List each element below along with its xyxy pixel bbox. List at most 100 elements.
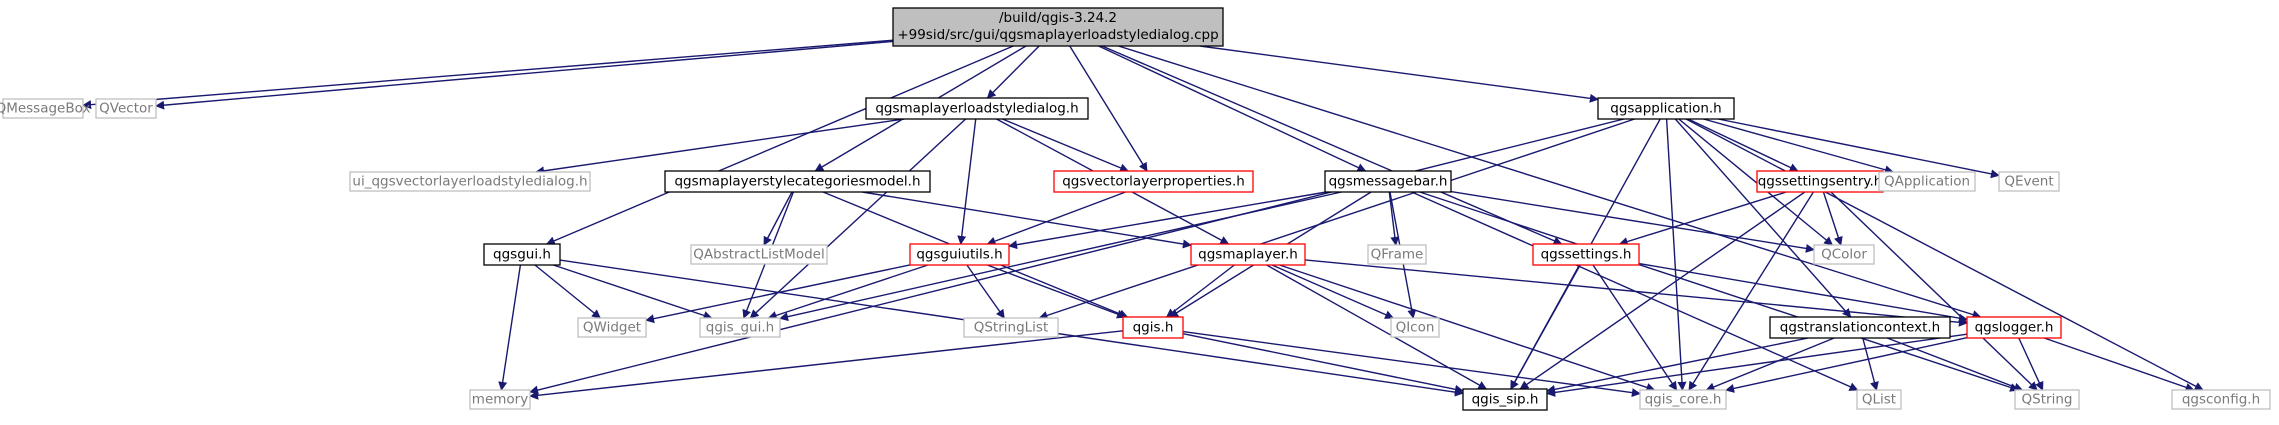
node-qgssettingsentry-h[interactable]: qgssettingsentry.h <box>1756 170 1884 193</box>
node-qstringlist: QStringList <box>963 317 1059 338</box>
node-qgssettings-h[interactable]: qgssettings.h <box>1532 243 1640 266</box>
edge-root-to-qgssettings-h <box>1101 45 1563 245</box>
node-qevent: QEvent <box>1998 171 2060 192</box>
node-qgsmaplayerloadstyledialog-h[interactable]: qgsmaplayerloadstyledialog.h <box>865 97 1089 120</box>
edge-qgsapplication-h-to-qgstranslationcontext-h <box>1674 118 1852 318</box>
node-qlist: QList <box>1856 389 1902 410</box>
node-label: +99sid/src/gui/qgsmaplayerloadstyledialo… <box>897 27 1218 43</box>
edge-qgsmessagebar-h-to-qcolor <box>1450 190 1815 253</box>
edge-qgsmaplayerstylecategoriesmodel-h-to-qgsmaplayer-h <box>862 191 1192 249</box>
edge-qgstranslationcontext-h-to-qstring <box>1887 337 2024 392</box>
node-label: qgstranslationcontext.h <box>1780 320 1941 336</box>
node-box <box>349 171 591 192</box>
node-label: QList <box>1862 392 1896 408</box>
node-label: ui_qgsvectorlayerloadstyledialog.h <box>352 174 587 190</box>
node-qstring: QString <box>2014 389 2080 410</box>
node-label: qgis.h <box>1133 320 1174 336</box>
node-box <box>1966 316 2062 339</box>
node-label: qgsvectorlayerproperties.h <box>1062 174 1245 190</box>
edge-root-to-qgslogger-h <box>1118 45 1982 319</box>
node-label: /build/qgis-3.24.2 <box>999 10 1117 26</box>
node-box <box>2171 389 2271 410</box>
node-qgsmessagebar-h[interactable]: qgsmessagebar.h <box>1324 170 1452 193</box>
edge-qgssettingsentry-h-to-qgis-sip-h <box>1519 191 1806 390</box>
edge-qgsmaplayerloadstyledialog-h-to-ui-qgsvectorlayerloadstyledialog-h <box>535 118 905 176</box>
edge-qgsmaplayerloadstyledialog-h-to-qgsvectorlayerproperties-h <box>1002 118 1129 173</box>
node-label: qgssettingsentry.h <box>1758 174 1883 190</box>
node-box <box>1856 389 1902 410</box>
node-box <box>1597 97 1735 120</box>
edge-root-to-qgsgui-h <box>545 45 1014 245</box>
edge-qgslogger-h-to-qgis-core-h <box>1725 337 1968 393</box>
node-qcolor: QColor <box>1813 244 1875 265</box>
edge-qgsapplication-h-to-qevent <box>1718 118 2000 179</box>
node-qgsvectorlayerproperties-h[interactable]: qgsvectorlayerproperties.h <box>1053 170 1254 193</box>
node-box <box>1878 171 1976 192</box>
edge-qgsapplication-h-to-qcolor <box>1678 118 1834 246</box>
edge-root-to-qmessagebox <box>82 39 894 110</box>
node-label: QColor <box>1821 247 1867 263</box>
edge-qgssettings-h-to-qgis-core-h <box>1592 264 1678 391</box>
edge-qgsguiutils-h-to-qstringlist <box>966 264 1005 319</box>
node-ui-qgsvectorlayerloadstyledialog-h: ui_qgsvectorlayerloadstyledialog.h <box>349 171 591 192</box>
node-qgstranslationcontext-h[interactable]: qgstranslationcontext.h <box>1769 316 1951 339</box>
edges <box>82 39 2204 400</box>
node-qabstractlistmodel: QAbstractListModel <box>690 244 828 265</box>
edge-qgsmaplayer-h-to-qicon <box>1271 264 1395 319</box>
node-box <box>1053 170 1254 193</box>
node-label: qgis_gui.h <box>706 320 774 336</box>
edge-qgsmaplayer-h-to-qgslogger-h <box>1304 259 1968 327</box>
node-qgsmaplayer-h[interactable]: qgsmaplayer.h <box>1190 243 1306 266</box>
node-qgsguiutils-h[interactable]: qgsguiutils.h <box>909 243 1010 266</box>
edge-qgsmaplayer-h-to-qgis-core-h <box>1279 264 1656 392</box>
node-qapplication: QApplication <box>1878 171 1976 192</box>
edge-qgsgui-h-to-memory <box>498 264 522 391</box>
edge-root-to-qgsapplication-h <box>1199 45 1599 103</box>
node-label: QEvent <box>2004 174 2053 190</box>
node-box <box>664 170 931 193</box>
edge-qgsmaplayer-h-to-qgis-sip-h <box>1266 264 1488 390</box>
node-box <box>1769 316 1951 339</box>
node-box <box>95 98 157 119</box>
edge-qgsapplication-h-to-qgssettingsentry-h <box>1687 118 1799 172</box>
node-label: QWidget <box>583 320 641 336</box>
node-label: qgis_sip.h <box>1472 392 1539 408</box>
edge-qgsmessagebar-h-to-qframe <box>1388 191 1400 246</box>
edge-qgsvectorlayerproperties-h-to-qgsguiutils-h <box>986 191 1126 246</box>
node-qgsgui-h[interactable]: qgsgui.h <box>483 243 561 266</box>
edge-qgslogger-h-to-qgsconfig-h <box>2043 337 2195 392</box>
edge-qgsapplication-h-to-qapplication <box>1703 118 1894 175</box>
node-qgis-sip-h[interactable]: qgis_sip.h <box>1462 388 1548 411</box>
node-qgsapplication-h[interactable]: qgsapplication.h <box>1597 97 1735 120</box>
edge-root-to-qgsmessagebar-h <box>1098 45 1367 172</box>
edge-qgsmaplayerstylecategoriesmodel-h-to-qabstractlistmodel <box>763 191 793 246</box>
edge-qgstranslationcontext-h-to-qgis-core-h <box>1705 337 1835 392</box>
node-label: QAbstractListModel <box>693 247 824 263</box>
node-qgsmaplayerstylecategoriesmodel-h[interactable]: qgsmaplayerstylecategoriesmodel.h <box>664 170 931 193</box>
node-box <box>483 243 561 266</box>
node-label: qgsmaplayer.h <box>1198 247 1298 263</box>
node-box <box>2014 389 2080 410</box>
node-label: qgsgui.h <box>493 247 551 263</box>
edge-root-to-qvector <box>155 40 894 110</box>
node-box <box>1367 244 1427 265</box>
edge-qgssettingsentry-h-to-qstring <box>1830 191 2038 391</box>
node-root[interactable]: /build/qgis-3.24.2+99sid/src/gui/qgsmapl… <box>892 7 1224 47</box>
node-qgslogger-h[interactable]: qgslogger.h <box>1966 316 2062 339</box>
node-box <box>1639 389 1727 410</box>
edge-qgsapplication-h-to-qgsconfig-h <box>1685 118 2204 391</box>
node-qgis-h[interactable]: qgis.h <box>1122 316 1184 339</box>
node-label: QStringList <box>974 320 1049 336</box>
node-label: QMessageBox <box>0 101 90 117</box>
node-label: qgslogger.h <box>1975 320 2054 336</box>
node-box <box>1190 243 1306 266</box>
edge-qgssettings-h-to-qgis-sip-h <box>1510 264 1581 390</box>
node-box <box>1998 171 2060 192</box>
edge-qgsgui-h-to-qwidget <box>534 264 601 319</box>
node-label: QIcon <box>1396 320 1435 336</box>
node-qicon: QIcon <box>1390 317 1440 338</box>
node-label: qgsmaplayerstylecategoriesmodel.h <box>674 174 920 190</box>
edge-qgsmessagebar-h-to-qgis-gui-h <box>779 191 1342 322</box>
edge-qgsgui-h-to-qgis-gui-h <box>553 264 713 320</box>
